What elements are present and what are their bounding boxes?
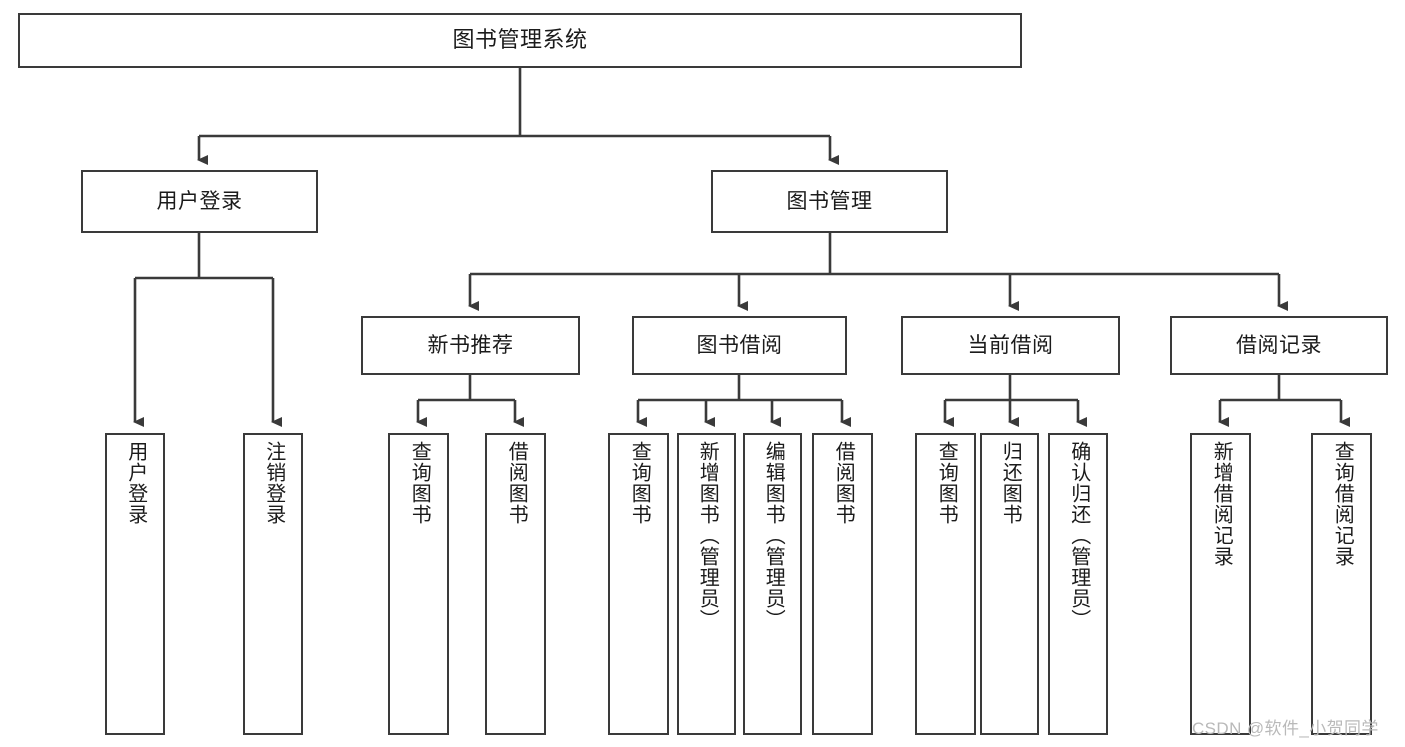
node-label: 用户登录 bbox=[156, 189, 243, 213]
csdn-watermark: CSDN @软件_小贺同学 bbox=[1192, 719, 1379, 738]
node-label: 新增借阅记录 bbox=[1210, 441, 1233, 567]
leaf-query-book-1[interactable]: 查询图书 bbox=[388, 433, 449, 735]
node-label: 编辑图书（管理员） bbox=[762, 441, 785, 630]
node-book-borrow[interactable]: 图书借阅 bbox=[632, 316, 847, 375]
leaf-edit-book-admin[interactable]: 编辑图书（管理员） bbox=[743, 433, 802, 735]
node-label: 图书借阅 bbox=[696, 333, 783, 357]
node-current-borrow[interactable]: 当前借阅 bbox=[901, 316, 1120, 375]
leaf-query-book-3[interactable]: 查询图书 bbox=[915, 433, 976, 735]
node-book-manage[interactable]: 图书管理 bbox=[711, 170, 948, 233]
node-label: 确认归还（管理员） bbox=[1067, 441, 1090, 630]
node-label: 查询图书 bbox=[935, 441, 958, 525]
node-label: 用户登录 bbox=[124, 441, 147, 525]
node-new-book-recommend[interactable]: 新书推荐 bbox=[361, 316, 580, 375]
leaf-borrow-book-1[interactable]: 借阅图书 bbox=[485, 433, 546, 735]
node-borrow-record[interactable]: 借阅记录 bbox=[1170, 316, 1388, 375]
node-label: 注销登录 bbox=[262, 441, 285, 525]
leaf-return-book[interactable]: 归还图书 bbox=[980, 433, 1039, 735]
node-label: 查询借阅记录 bbox=[1331, 441, 1354, 567]
node-label: 图书管理系统 bbox=[452, 27, 588, 53]
leaf-borrow-book-2[interactable]: 借阅图书 bbox=[812, 433, 873, 735]
node-user-login[interactable]: 用户登录 bbox=[81, 170, 318, 233]
node-label: 查询图书 bbox=[628, 441, 651, 525]
node-label: 查询图书 bbox=[408, 441, 431, 525]
leaf-logout-login[interactable]: 注销登录 bbox=[243, 433, 303, 735]
node-label: 归还图书 bbox=[999, 441, 1022, 525]
node-label: 借阅图书 bbox=[505, 441, 528, 525]
leaf-add-book-admin[interactable]: 新增图书（管理员） bbox=[677, 433, 736, 735]
leaf-user-login[interactable]: 用户登录 bbox=[105, 433, 165, 735]
node-label: 新增图书（管理员） bbox=[696, 441, 719, 630]
node-label: 借阅记录 bbox=[1236, 333, 1322, 357]
node-label: 新书推荐 bbox=[427, 333, 514, 357]
leaf-query-borrow-record[interactable]: 查询借阅记录 bbox=[1311, 433, 1372, 735]
leaf-query-book-2[interactable]: 查询图书 bbox=[608, 433, 669, 735]
leaf-confirm-return-admin[interactable]: 确认归还（管理员） bbox=[1048, 433, 1108, 735]
leaf-add-borrow-record[interactable]: 新增借阅记录 bbox=[1190, 433, 1251, 735]
node-label: 当前借阅 bbox=[967, 333, 1054, 357]
node-label: 图书管理 bbox=[786, 189, 873, 213]
node-root-book-management-system[interactable]: 图书管理系统 bbox=[18, 13, 1022, 68]
node-label: 借阅图书 bbox=[832, 441, 855, 525]
